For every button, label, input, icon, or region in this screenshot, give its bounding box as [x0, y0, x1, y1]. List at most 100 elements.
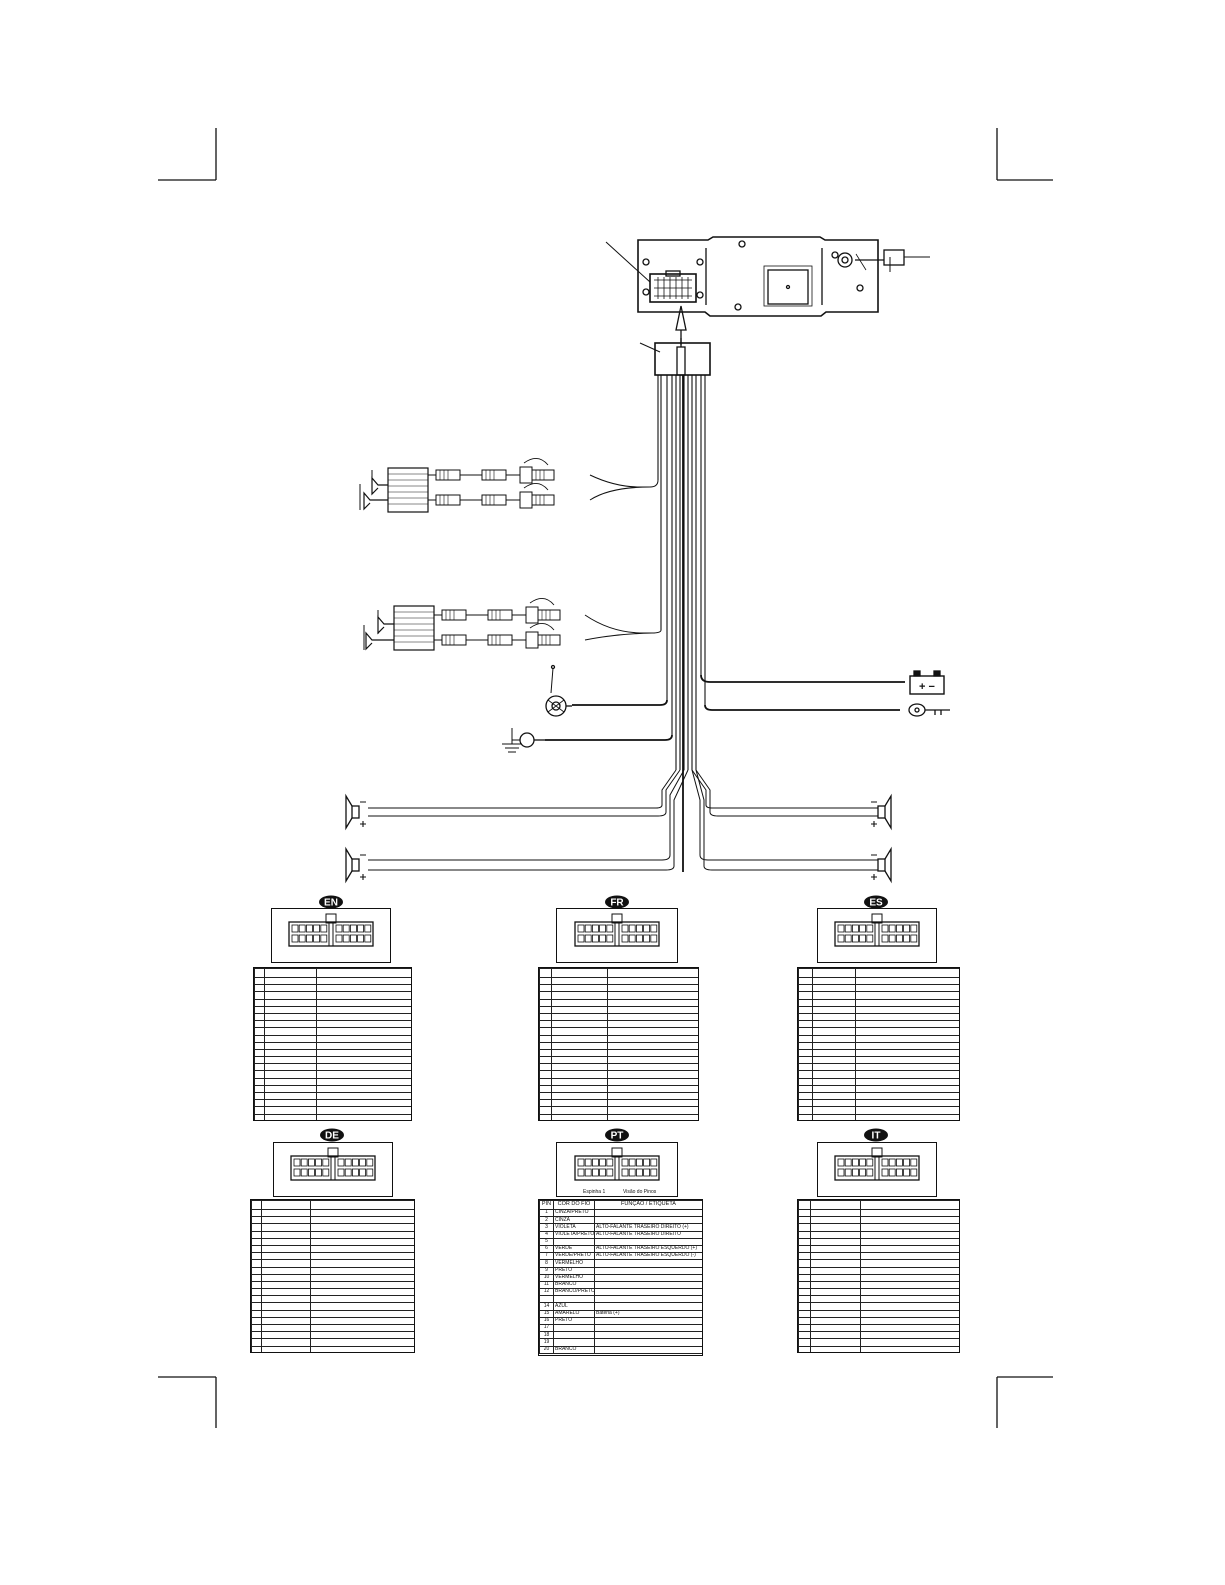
- pinout-table-en: [253, 967, 412, 1121]
- table-row: [251, 1338, 414, 1347]
- table-row: [539, 1020, 698, 1029]
- connector-diagram-fr: [556, 908, 678, 963]
- table-row: [254, 1113, 411, 1120]
- table-row: 17: [539, 1323, 702, 1333]
- table-row: [251, 1230, 414, 1239]
- pinout-table-it: [797, 1199, 960, 1353]
- table-row: [798, 1316, 959, 1326]
- table-row: [251, 1259, 414, 1268]
- speakers-group: [345, 793, 892, 884]
- table-row: [798, 1259, 959, 1268]
- table-row: [798, 1077, 959, 1086]
- rca-plug-icon: [434, 623, 561, 649]
- language-badge-fr: FR: [605, 895, 629, 909]
- speaker-icon: [871, 793, 892, 831]
- table-row: [798, 1041, 959, 1050]
- table-row: [251, 1345, 414, 1352]
- pt-connector-right-caption: Visão do Pinos: [623, 1189, 657, 1195]
- table-row: [251, 1323, 414, 1333]
- table-row: [798, 991, 959, 1000]
- table-row: [539, 1056, 698, 1065]
- table-row: [798, 1266, 959, 1275]
- table-row: [539, 1005, 698, 1014]
- connector-diagram-es: [817, 908, 937, 963]
- table-row: [251, 1309, 414, 1318]
- table-header: [798, 968, 959, 978]
- pinout-table-fr: [538, 967, 699, 1121]
- table-row: [251, 1244, 414, 1254]
- table-row: [254, 1084, 411, 1094]
- table-row: [251, 1295, 414, 1304]
- table-row: [798, 1216, 959, 1225]
- table-row: [254, 1091, 411, 1101]
- table-row: [798, 1345, 959, 1352]
- table-row: [251, 1316, 414, 1326]
- rca-plug-icon: [434, 598, 561, 624]
- rca-plug-icon: [428, 458, 555, 484]
- iso-connector-pinout-icon: [574, 913, 660, 947]
- language-badge-es: ES: [864, 895, 888, 909]
- table-row: [539, 976, 698, 986]
- table-row: [254, 1077, 411, 1086]
- table-row: [798, 1048, 959, 1058]
- ground-wire: [545, 734, 673, 741]
- table-row: [254, 998, 411, 1007]
- table-row: [251, 1331, 414, 1340]
- front-rca-wires: [584, 474, 662, 641]
- table-row: [798, 1113, 959, 1120]
- table-row: [251, 1223, 414, 1232]
- table-row: 5: [539, 1237, 702, 1246]
- table-row: [254, 984, 411, 993]
- table-row: [539, 1099, 698, 1108]
- table-row: [798, 1056, 959, 1065]
- table-row: [798, 1273, 959, 1282]
- table-row: [798, 1338, 959, 1347]
- rca-front-group: [428, 458, 555, 509]
- table-row: [251, 1216, 414, 1225]
- antenna-wire: [572, 699, 668, 706]
- table-row: [798, 1070, 959, 1079]
- table-row: [254, 991, 411, 1000]
- language-badge-pt: PT: [605, 1128, 629, 1142]
- table-row: [539, 1012, 698, 1022]
- table-row: [254, 1070, 411, 1079]
- table-row: [798, 1331, 959, 1340]
- table-row: [251, 1266, 414, 1275]
- harness-connector-icon: [639, 338, 711, 376]
- table-row: [798, 984, 959, 993]
- table-row: [254, 1005, 411, 1014]
- table-header: [254, 968, 411, 978]
- table-row: 18: [539, 1331, 702, 1340]
- iso-connector-pinout-icon: [834, 1147, 920, 1181]
- table-row: [251, 1280, 414, 1290]
- head-unit-rear-chassis-icon: [605, 236, 930, 317]
- wire-harness-trunk: [657, 375, 706, 872]
- table-row: [798, 998, 959, 1007]
- table-row: [539, 1077, 698, 1086]
- table-row: [798, 1230, 959, 1239]
- table-row: [251, 1208, 414, 1218]
- table-row: [798, 1012, 959, 1022]
- svg-text:PT: PT: [611, 1131, 624, 1142]
- svg-text:IT: IT: [872, 1131, 881, 1142]
- svg-text:EN: EN: [324, 898, 338, 909]
- battery-wire: [700, 674, 905, 711]
- rca-plug-icon: [428, 483, 555, 509]
- table-row: [254, 1027, 411, 1036]
- table-row: [798, 1005, 959, 1014]
- speaker-wires: [368, 769, 878, 871]
- table-row: [539, 1063, 698, 1072]
